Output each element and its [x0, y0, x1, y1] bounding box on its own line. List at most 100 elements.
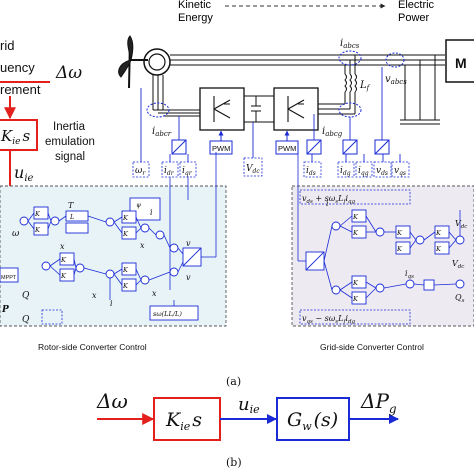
caption-a: (a) — [226, 375, 241, 388]
svg-text:ψ: ψ — [136, 201, 142, 209]
b-delta-pg: ΔPg — [360, 389, 397, 416]
svg-text:vqs − sωsLfidg: vqs − sωsLfidg — [302, 314, 356, 325]
svg-text:K: K — [396, 245, 403, 253]
svg-text:K: K — [122, 282, 129, 290]
b-gw-block — [276, 397, 350, 441]
rsc-labels: ω K K T L ψ K K x x i v K K K K x x v i … — [1, 201, 191, 325]
svg-text:K: K — [122, 266, 129, 274]
svg-text:iabcr: iabcr — [152, 126, 172, 138]
svg-text:ω: ω — [12, 229, 20, 239]
stator-bus — [170, 54, 445, 66]
b-gw-label: Gw(s) — [287, 409, 338, 433]
svg-text:i: i — [150, 208, 153, 217]
svg-text:iabcs: iabcs — [340, 38, 360, 50]
svg-text:iqg: iqg — [358, 166, 369, 177]
svg-text:signal: signal — [55, 151, 85, 163]
b-delta-omega: Δω — [96, 389, 128, 413]
svg-text:K: K — [435, 245, 442, 253]
gsc-labels: K K K K K K K K Vdc Vdc iqs Qs i — [326, 199, 467, 304]
svg-text:Vdc: Vdc — [455, 219, 467, 230]
rsc-wires — [27, 152, 217, 306]
svg-text:Qs: Qs — [455, 293, 465, 304]
svg-text:ids: ids — [306, 166, 316, 177]
svg-text:K: K — [352, 279, 359, 287]
svg-text:K: K — [352, 295, 359, 303]
svg-text:rid: rid — [0, 38, 14, 53]
feedback-labels: ωr idr iqr Vdc ids idg iqg vds vqs — [132, 157, 410, 178]
svg-text:K: K — [34, 210, 41, 218]
svg-text:K: K — [122, 214, 129, 222]
u-ie-label: uie — [14, 163, 34, 184]
gsc-wires — [297, 152, 461, 299]
svg-text:i: i — [110, 299, 113, 308]
generator-icon — [143, 48, 171, 76]
svg-text:K: K — [60, 272, 67, 280]
grid-transformer: M — [445, 39, 474, 83]
svg-text:Inertia: Inertia — [53, 121, 86, 133]
svg-text:idg: idg — [340, 166, 351, 177]
svg-text:T: T — [68, 201, 74, 210]
rotor-side-converter — [199, 87, 245, 131]
svg-text:Lf: Lf — [359, 80, 371, 92]
b-kie-block — [153, 397, 221, 441]
electric-label: Electric — [398, 0, 435, 11]
svg-text:iqs: iqs — [405, 269, 414, 280]
svg-text:Vdc: Vdc — [246, 164, 260, 175]
grid-load — [400, 55, 440, 125]
svg-text:uency: uency — [0, 60, 35, 75]
power-label: Power — [398, 12, 430, 24]
svg-text:x: x — [92, 291, 97, 300]
svg-text:Vdc: Vdc — [452, 259, 464, 270]
svg-text:v: v — [186, 273, 191, 282]
svg-text:L: L — [69, 213, 74, 221]
caption-b: (b) — [226, 456, 242, 469]
dc-link — [244, 95, 274, 123]
svg-text:vds + sωsLfiqg: vds + sωsLfiqg — [302, 194, 356, 205]
gsc-eq-text: vds + sωsLfiqg vqs − sωsLfidg — [302, 194, 356, 325]
svg-text:emulation: emulation — [45, 136, 95, 148]
svg-text:K: K — [352, 213, 359, 221]
rsc-label: Rotor-side Converter Control — [38, 342, 147, 352]
svg-text:sω(LL/L): sω(LL/L) — [153, 310, 182, 318]
pwm-rsc-label: PWM — [212, 144, 230, 153]
svg-text:x: x — [60, 242, 65, 251]
svg-text:K: K — [34, 226, 41, 234]
rsc-junctions — [19, 216, 179, 285]
svg-text:ωr: ωr — [135, 166, 146, 177]
svg-text:K: K — [352, 229, 359, 237]
svg-text:iabcg: iabcg — [322, 126, 343, 138]
gsc-label: Grid-side Converter Control — [320, 342, 424, 352]
svg-text:Q: Q — [22, 315, 30, 325]
svg-text:vabcs: vabcs — [385, 74, 407, 86]
gsc-junctions — [331, 221, 465, 295]
grid-side-converter — [273, 87, 319, 131]
b-u-ie: uie — [238, 394, 260, 416]
svg-text:x: x — [152, 289, 157, 298]
svg-text:iqr: iqr — [182, 166, 193, 177]
kie-s-block — [0, 119, 38, 151]
energy-label: Energy — [178, 12, 213, 24]
svg-text:MPPT: MPPT — [1, 275, 17, 281]
svg-text:K: K — [396, 229, 403, 237]
wind-turbine-icon — [118, 35, 148, 89]
svg-text:vds: vds — [376, 166, 388, 177]
transform-blocks — [171, 139, 390, 155]
svg-text:K: K — [435, 229, 442, 237]
signal-wires — [140, 67, 401, 162]
kinetic-label: Kinetic — [178, 0, 212, 11]
signal-labels: iabcs vabcs Lf iabcr iabcg — [152, 38, 407, 138]
svg-text:K: K — [122, 230, 129, 238]
rotor-lines — [152, 75, 200, 117]
energy-labels: Kinetic Energy Electric Power — [178, 0, 435, 24]
svg-text:K: K — [60, 256, 67, 264]
delta-omega-label: Δω — [55, 63, 82, 83]
svg-text:i: i — [326, 199, 329, 208]
filter-lines — [318, 55, 357, 115]
svg-text:v: v — [186, 239, 191, 248]
gsc-blocks — [305, 209, 450, 305]
svg-text:vqs: vqs — [394, 166, 406, 177]
